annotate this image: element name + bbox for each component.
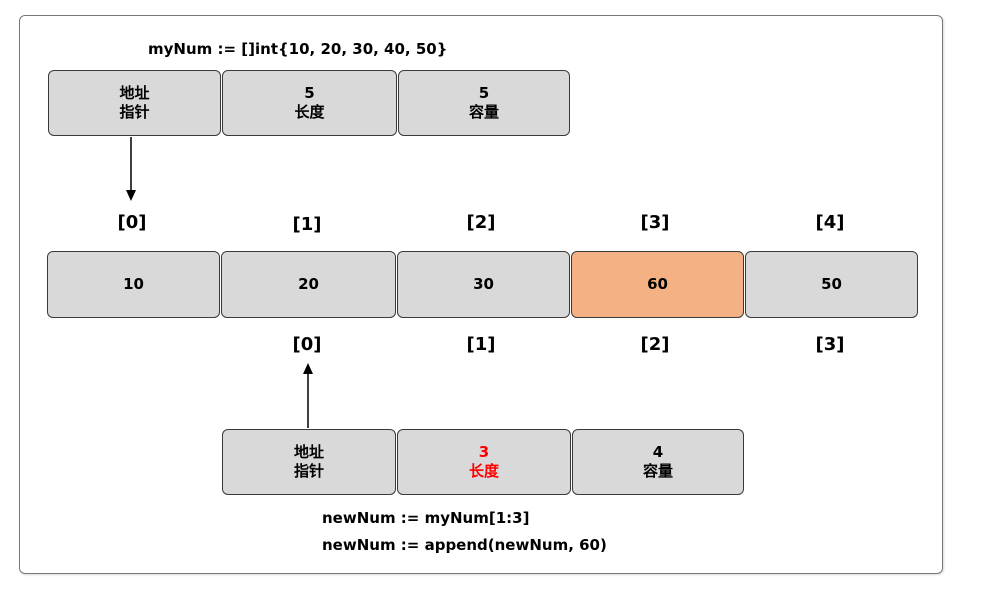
top-index-1: [1] — [292, 214, 322, 235]
capacity-value: 4 — [652, 443, 664, 461]
pointer-label-line1: 地址 — [293, 443, 324, 461]
array-cell-4: 50 — [745, 251, 918, 318]
bottom-index-1: [1] — [466, 334, 496, 355]
bottom-index-0: [0] — [292, 334, 322, 355]
newnum-pointer-arrow — [303, 363, 313, 428]
pointer-label-line1: 地址 — [119, 84, 150, 102]
length-label: 长度 — [468, 462, 499, 480]
bottom-index-2: [2] — [640, 334, 670, 355]
capacity-label: 容量 — [468, 103, 499, 121]
mynum-pointer-arrow — [126, 137, 136, 201]
array-cell-1: 20 — [221, 251, 396, 318]
diagram-frame — [19, 15, 943, 574]
pointer-label-line2: 指针 — [293, 462, 324, 480]
top-index-3: [3] — [640, 212, 670, 233]
array-value-0: 10 — [123, 275, 144, 293]
length-value: 5 — [304, 84, 315, 102]
bottom-index-3: [3] — [815, 334, 845, 355]
newnum-length-box: 3 长度 — [397, 429, 571, 495]
newnum-append-statement: newNum := append(newNum, 60) — [322, 536, 607, 554]
top-index-4: [4] — [815, 212, 845, 233]
top-index-2: [2] — [466, 212, 496, 233]
array-value-3: 60 — [647, 275, 668, 293]
capacity-value: 5 — [478, 84, 490, 102]
top-index-0: [0] — [117, 212, 147, 233]
mynum-pointer-box: 地址 指针 — [48, 70, 221, 136]
array-value-2: 30 — [473, 275, 494, 293]
array-cell-0: 10 — [47, 251, 220, 318]
array-cell-3-highlighted: 60 — [571, 251, 744, 318]
capacity-label: 容量 — [642, 462, 673, 480]
pointer-label-line2: 指针 — [119, 103, 150, 121]
mynum-capacity-box: 5 容量 — [398, 70, 570, 136]
array-value-1: 20 — [298, 275, 319, 293]
newnum-capacity-box: 4 容量 — [572, 429, 744, 495]
newnum-slice-statement: newNum := myNum[1:3] — [322, 509, 530, 527]
array-value-4: 50 — [821, 275, 842, 293]
length-label: 长度 — [294, 103, 325, 121]
array-cell-2: 30 — [397, 251, 570, 318]
newnum-pointer-box: 地址 指针 — [222, 429, 396, 495]
mynum-declaration: myNum := []int{10, 20, 30, 40, 50} — [148, 40, 448, 58]
length-value: 3 — [478, 443, 490, 461]
mynum-length-box: 5 长度 — [222, 70, 397, 136]
